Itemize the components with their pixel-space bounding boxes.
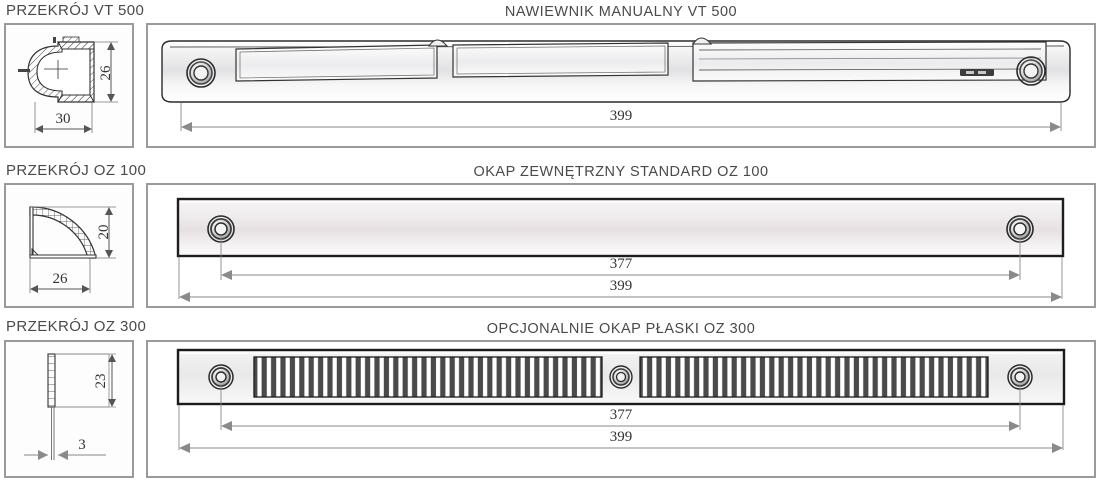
dim-value-oz100-height: 20 bbox=[96, 225, 112, 240]
cross-section-drawing-oz300: 23 3 bbox=[24, 353, 116, 460]
main-title-oz100: OKAP ZEWNĘTRZNY STANDARD OZ 100 bbox=[473, 164, 769, 180]
main-drawing-oz300: 377 399 bbox=[176, 348, 1066, 453]
cross-section-label-oz300: PRZEKRÓJ OZ 300 bbox=[6, 318, 147, 335]
main-box-oz100: OKAP ZEWNĘTRZNY STANDARD OZ 100 bbox=[146, 164, 1096, 308]
dim-value-vt500-length: 399 bbox=[610, 108, 633, 124]
cross-section-drawing-vt500: 26 30 bbox=[18, 36, 118, 133]
dim-value-oz300-width: 3 bbox=[78, 437, 86, 453]
main-box-oz300: OPCJONALNIE OKAP PŁASKI OZ 300 bbox=[146, 321, 1096, 478]
main-drawing-vt500: 399 bbox=[161, 37, 1071, 132]
cross-section-box-oz100: 20 26 bbox=[4, 183, 134, 308]
dim-value-oz300-length: 399 bbox=[610, 429, 633, 445]
main-title-vt500: NAWIEWNIK MANUALNY VT 500 bbox=[504, 4, 738, 20]
dim-value-vt500-width: 30 bbox=[56, 111, 71, 127]
cross-section-box-vt500: 26 30 bbox=[4, 23, 134, 148]
main-title-oz300: OPCJONALNIE OKAP PŁASKI OZ 300 bbox=[486, 321, 756, 337]
main-box-vt500: NAWIEWNIK MANUALNY VT 500 bbox=[146, 4, 1096, 148]
dim-value-oz100-width: 26 bbox=[53, 271, 69, 287]
cross-section-box-oz300: 23 3 bbox=[4, 340, 134, 478]
main-drawing-oz100: 377 399 bbox=[176, 197, 1065, 302]
dim-value-vt500-height: 26 bbox=[98, 65, 114, 81]
dim-value-oz100-hole: 377 bbox=[610, 256, 633, 272]
cross-section-label-oz100: PRZEKRÓJ OZ 100 bbox=[6, 162, 147, 179]
cross-section-drawing-oz100: 20 26 bbox=[29, 206, 116, 293]
cross-section-label-vt500: PRZEKRÓJ VT 500 bbox=[6, 2, 145, 19]
dim-value-oz300-height: 23 bbox=[93, 374, 109, 389]
dim-value-oz300-hole: 377 bbox=[610, 407, 633, 423]
dim-value-oz100-length: 399 bbox=[610, 278, 633, 294]
